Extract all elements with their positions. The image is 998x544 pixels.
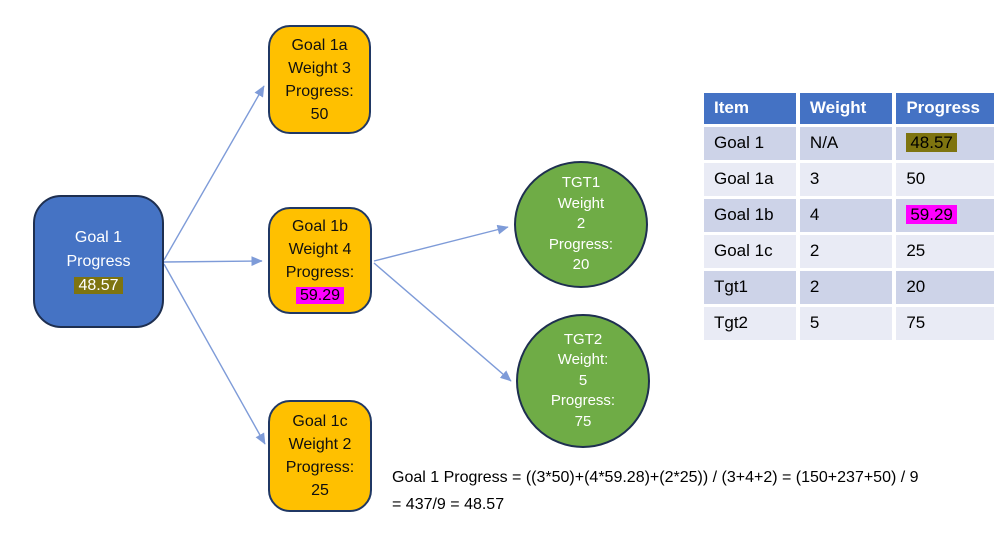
node-tgt1-weight-value: 2 — [576, 215, 586, 233]
table-row: Goal 1c 2 25 — [704, 235, 994, 268]
cell-weight: 2 — [799, 235, 893, 268]
node-goal1-progress-value: 48.57 — [74, 276, 123, 294]
node-tgt2-weight-label: Weight: — [557, 351, 609, 369]
node-tgt1-title: TGT1 — [561, 174, 601, 192]
formula-line-2: = 437/9 = 48.57 — [392, 496, 505, 513]
node-tgt2-progress-value: 75 — [574, 412, 592, 430]
cell-item: Goal 1b — [704, 199, 796, 232]
node-goal1a: Goal 1a Weight 3 Progress: 50 — [268, 25, 371, 134]
formula-line-1: Goal 1 Progress = ((3*50)+(4*59.28)+(2*2… — [392, 469, 919, 486]
arrow-goal1b-to-tgt1 — [373, 224, 509, 262]
cell-progress: 75 — [896, 307, 994, 340]
table-row: Goal 1b 4 59.29 — [704, 199, 994, 232]
node-goal1c-progress-value: 25 — [311, 482, 329, 499]
node-goal1a-progress-value: 50 — [310, 105, 329, 123]
node-goal1b-progress-value: 59.29 — [295, 286, 345, 304]
table-row: Tgt1 2 20 — [704, 271, 994, 304]
node-tgt2-progress-label: Progress: — [550, 392, 616, 410]
node-goal1b: Goal 1b Weight 4 Progress: 59.29 — [268, 207, 372, 314]
node-goal1c: Goal 1c Weight 2 Progress: 25 — [268, 400, 372, 512]
cell-progress: 50 — [896, 163, 994, 196]
summary-table: Item Weight Progress Goal 1 N/A 48.57 Go… — [700, 90, 998, 343]
node-goal1-label: Progress — [66, 252, 131, 270]
arrow-goal1b-to-tgt2 — [373, 262, 512, 382]
cell-weight: N/A — [799, 127, 893, 160]
node-tgt1-progress-value: 20 — [572, 256, 590, 274]
arrow-goal1-to-goal1c — [163, 263, 266, 445]
node-tgt1-weight-label: Weight — [557, 194, 605, 212]
arrow-goal1-to-goal1a — [163, 85, 265, 261]
node-tgt2-weight-value: 5 — [578, 371, 588, 389]
cell-progress: 25 — [896, 235, 994, 268]
node-goal1a-weight: Weight 3 — [288, 59, 351, 77]
cell-progress: 48.57 — [896, 127, 994, 160]
cell-item: Goal 1 — [704, 127, 796, 160]
col-header-weight: Weight — [799, 93, 893, 124]
node-tgt2-title: TGT2 — [563, 330, 603, 348]
table-row: Goal 1a 3 50 — [704, 163, 994, 196]
node-goal1b-progress-label: Progress: — [285, 263, 355, 281]
cell-item: Goal 1a — [704, 163, 796, 196]
col-header-progress: Progress — [896, 93, 994, 124]
cell-weight: 5 — [799, 307, 893, 340]
table-row: Tgt2 5 75 — [704, 307, 994, 340]
progress-value-highlighted: 59.29 — [906, 205, 957, 224]
cell-progress: 20 — [896, 271, 994, 304]
cell-weight: 3 — [799, 163, 893, 196]
cell-item: Tgt2 — [704, 307, 796, 340]
arrow-goal1-to-goal1b — [163, 256, 263, 267]
cell-item: Tgt1 — [704, 271, 796, 304]
col-header-item: Item — [704, 93, 796, 124]
node-goal1c-progress-label: Progress: — [285, 459, 355, 476]
node-goal1-title: Goal 1 — [74, 228, 123, 246]
node-goal1b-title: Goal 1b — [291, 217, 349, 235]
node-goal1a-title: Goal 1a — [291, 36, 348, 54]
node-goal1c-weight: Weight 2 — [288, 436, 352, 453]
progress-value-highlighted: 48.57 — [906, 133, 957, 152]
node-tgt1-progress-label: Progress: — [548, 235, 614, 253]
node-goal1: Goal 1 Progress 48.57 — [33, 195, 164, 328]
table-row: Goal 1 N/A 48.57 — [704, 127, 994, 160]
cell-weight: 2 — [799, 271, 893, 304]
node-goal1b-weight: Weight 4 — [288, 240, 352, 258]
node-goal1a-progress-label: Progress: — [285, 82, 354, 100]
cell-item: Goal 1c — [704, 235, 796, 268]
node-tgt2: TGT2 Weight: 5 Progress: 75 — [516, 314, 650, 448]
table-header-row: Item Weight Progress — [704, 93, 994, 124]
formula-caption: Goal 1 Progress = ((3*50)+(4*59.28)+(2*2… — [392, 464, 992, 518]
node-tgt1: TGT1 Weight 2 Progress: 20 — [514, 161, 648, 288]
node-goal1c-title: Goal 1c — [292, 413, 348, 430]
cell-progress: 59.29 — [896, 199, 994, 232]
cell-weight: 4 — [799, 199, 893, 232]
